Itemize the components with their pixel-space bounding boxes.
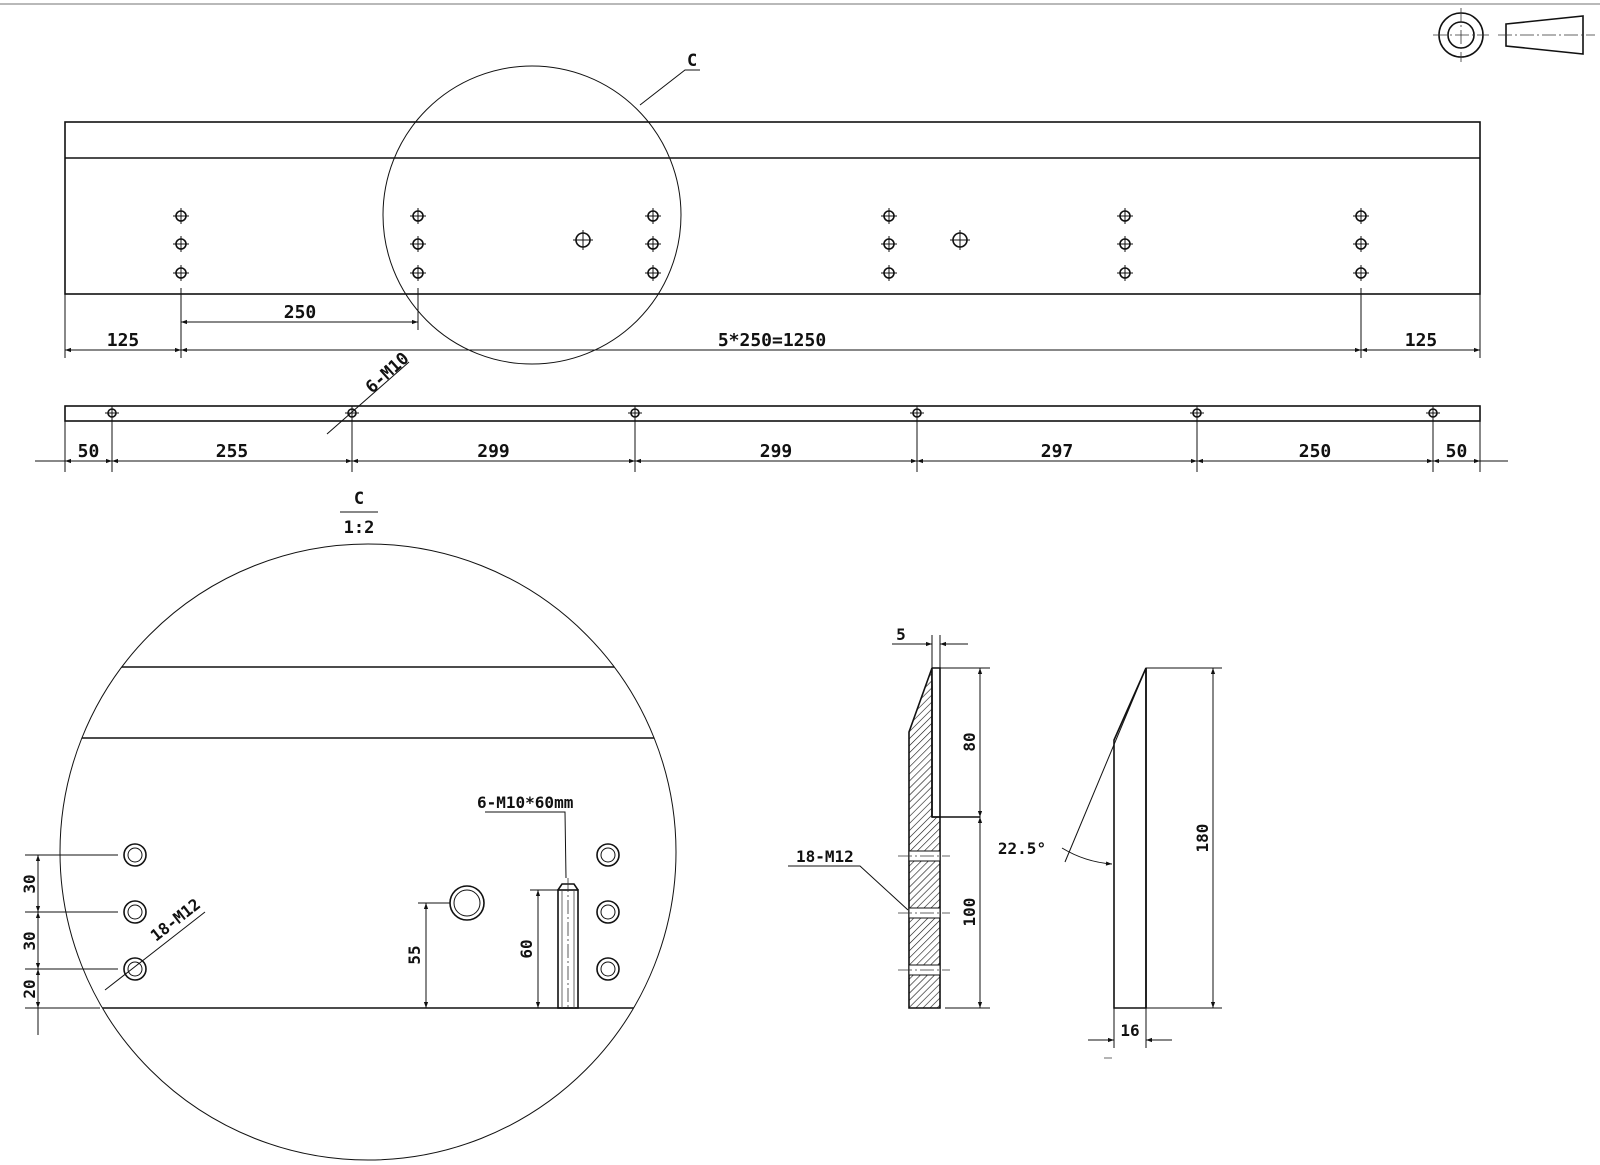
bolt-hole-mark [173, 236, 189, 252]
dim-thickness: 16 [1120, 1021, 1139, 1040]
bolt-hole-mark [1117, 208, 1133, 224]
bolt-hole-mark [173, 265, 189, 281]
strip-dim-7: 50 [1446, 441, 1468, 462]
side-view: 6-M10 50 255 299 299 297 250 50 [35, 349, 1508, 472]
detail-title: C 1:2 [340, 489, 378, 538]
section-view: 5 80 100 18-M12 [788, 625, 990, 1009]
m12-hole-column-left [123, 843, 147, 981]
bolt-hole-mark [410, 265, 426, 281]
strip-hole-pattern [105, 406, 1440, 420]
strip-hole-mark [910, 406, 924, 420]
dim-upper-height: 80 [960, 732, 979, 751]
bolt-hole-mark [410, 236, 426, 252]
bolt-hole-mark [410, 208, 426, 224]
strip-dim-3: 299 [477, 441, 510, 462]
m10-hole-label: 6-M10 [362, 349, 413, 398]
dim-spacing-1: 30 [20, 874, 39, 893]
m12-leader [104, 911, 206, 991]
dim-left-end: 125 [107, 330, 140, 351]
strip-dim-5: 297 [1041, 441, 1074, 462]
detail-c-leader [639, 69, 700, 106]
dim-bevel-angle: 22.5° [998, 839, 1046, 858]
strip-hole-mark [1190, 406, 1204, 420]
top-view: C 250 125 5*250=1250 125 [64, 51, 1481, 365]
detail-c-circle [382, 65, 682, 365]
m10-leader [326, 361, 410, 435]
center-large-hole [449, 885, 485, 921]
bolt-hole-mark [1117, 236, 1133, 252]
section-m12-leader [788, 865, 909, 911]
strip-dim-4: 299 [760, 441, 793, 462]
strip-hole-mark [1426, 406, 1440, 420]
detail-boundary [59, 543, 677, 1161]
section-bolt-holes [898, 850, 950, 976]
center-hole-mark [950, 230, 970, 250]
dim-total-height: 180 [1193, 824, 1212, 853]
bolt-hole-mark [645, 236, 661, 252]
detail-title-scale: 1:2 [344, 518, 375, 538]
dim-lower-height: 100 [960, 898, 979, 927]
bolt-hole-mark [881, 236, 897, 252]
dim-total-pitch: 5*250=1250 [718, 330, 826, 351]
bolt-hole-mark [1117, 265, 1133, 281]
m12-hole-column-right [596, 843, 620, 981]
dim-spacing-3: 20 [20, 979, 39, 998]
dim-hole-pitch: 250 [284, 302, 317, 323]
section-hole-label: 18-M12 [796, 847, 854, 866]
strip-hole-mark [105, 406, 119, 420]
center-hole-mark [573, 230, 593, 250]
bolt-hole-mark [1353, 208, 1369, 224]
strip-hole-mark [628, 406, 642, 420]
detail-view-c: 6-M10*60mm 30 30 20 18-M12 55 60 [20, 543, 677, 1161]
strip-hole-mark [345, 406, 359, 420]
strip-dim-6: 250 [1299, 441, 1332, 462]
strip-outline [64, 405, 1481, 422]
stud-leader [485, 811, 567, 879]
dim-right-end: 125 [1405, 330, 1438, 351]
profile-view: 180 16 22.5° [998, 667, 1222, 1059]
detail-c-label: C [687, 51, 697, 71]
plate-outline [64, 121, 1481, 295]
dim-stud-height: 60 [517, 939, 536, 958]
bolt-hole-mark [881, 265, 897, 281]
strip-dim-2: 255 [216, 441, 249, 462]
bolt-hole-mark [881, 208, 897, 224]
top-hole-pattern [173, 208, 1369, 281]
stud-label: 6-M10*60mm [477, 793, 574, 812]
strip-dim-1: 50 [78, 441, 100, 462]
dim-top-offset: 5 [896, 625, 906, 644]
dim-center-height: 55 [405, 945, 424, 964]
bolt-hole-mark [173, 208, 189, 224]
detail-title-name: C [354, 489, 364, 509]
projection-symbol [1433, 8, 1595, 62]
m10-stud [557, 878, 579, 1010]
dim-spacing-2: 30 [20, 931, 39, 950]
bolt-hole-mark [1353, 265, 1369, 281]
bolt-hole-mark [645, 265, 661, 281]
bolt-hole-mark [1353, 236, 1369, 252]
bolt-hole-mark [645, 208, 661, 224]
